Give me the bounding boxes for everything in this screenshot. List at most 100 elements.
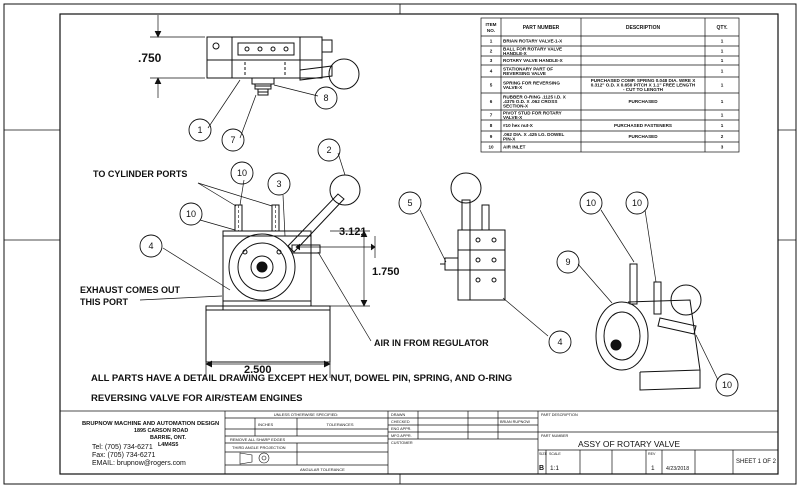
- tb-mfg-appr: MFG APPR.: [391, 434, 412, 438]
- front-stud: [256, 261, 268, 273]
- front-view: [205, 174, 361, 363]
- bom-rows: 1 BRIAN ROTARY VALVE-1-X 1 2 BALL FOR ROTARY…: [488, 39, 723, 150]
- balloon-4a-text: 4: [148, 241, 153, 251]
- tb-customer: CUSTOMER: [391, 441, 413, 445]
- bom-row-part: ROTARY VALVE HANDLE-X: [503, 58, 564, 63]
- bom-table: [480, 17, 740, 153]
- balloon-5-text: 5: [407, 198, 412, 208]
- title-block-lines: [60, 410, 778, 474]
- balloon-1-text: 1: [197, 125, 202, 135]
- balloon-2: [317, 138, 341, 162]
- iso-disc-inner: [603, 311, 641, 361]
- bom-row-part: AIR INLET: [503, 145, 526, 150]
- side-hex-nut: [444, 257, 459, 271]
- side-ball: [450, 172, 482, 204]
- front-base: [205, 305, 331, 363]
- callout-cylinder-ports: TO CYLINDER PORTS: [93, 169, 187, 179]
- leader-lines: [162, 79, 719, 381]
- dim-1750-value: 1.750: [372, 266, 400, 278]
- bom-row-qty: 1: [721, 83, 724, 88]
- iso-body: [627, 299, 701, 373]
- bom-row-qty: 2: [721, 134, 724, 139]
- balloon-8: [314, 86, 338, 110]
- zone-ticks: [4, 4, 796, 484]
- tb-part-number-label: PART NUMBER: [541, 434, 568, 438]
- dim-2500: [205, 360, 331, 378]
- dim-3121-value: 3.121: [339, 226, 367, 238]
- tb-third-angle: THIRD ANGLE PROJECTION: [232, 445, 286, 450]
- balloon-10d-text: 10: [632, 198, 642, 208]
- bom-row-desc: PURCHASED: [628, 99, 658, 104]
- iso-port-left: [629, 263, 638, 305]
- front-ball: [329, 174, 361, 206]
- tb-title: ASSY OF ROTARY VALVE: [578, 439, 680, 449]
- balloon-9: [556, 250, 580, 274]
- company-email: EMAIL: brupnow@rogers.com: [92, 460, 186, 467]
- iso-hex-nut: [610, 339, 622, 351]
- tb-remove-burrs: REMOVE ALL SHARP EDGES: [230, 437, 285, 442]
- balloon-10b: [179, 202, 203, 226]
- balloon-9-text: 9: [565, 257, 570, 267]
- side-body: [457, 229, 506, 301]
- balloon-10b-text: 10: [186, 209, 196, 219]
- tb-eng-appr: ENG APPR.: [391, 427, 411, 431]
- note-reversing-valve: REVERSING VALVE FOR AIR/STEAM ENGINES: [91, 393, 303, 404]
- bom-row-item: 7: [490, 113, 493, 118]
- company-name: BRUPNOW MACHINE AND AUTOMATION DESIGN: [82, 421, 219, 427]
- balloon-10a-text: 10: [237, 168, 247, 178]
- third-angle-symbol: [239, 452, 270, 465]
- iso-base: [639, 370, 701, 391]
- bom-row-item: 8: [490, 123, 493, 128]
- top-view-inlet-stub: [321, 39, 333, 53]
- bom-row-item: 2: [490, 49, 493, 54]
- air-inlet-side: [291, 244, 321, 254]
- dim-3121: [295, 236, 376, 258]
- bom-row-item: 1: [490, 39, 493, 44]
- balloon-5: [398, 191, 422, 215]
- front-handle: [287, 193, 345, 253]
- front-hex-nut: [250, 255, 274, 279]
- bom-row-part: #10 hex nut-X: [503, 123, 534, 128]
- callout-exhaust-1: EXHAUST COMES OUT: [80, 285, 181, 295]
- top-view-hole: [283, 46, 289, 52]
- tb-sheet: SHEET 1 OF 2: [736, 459, 777, 465]
- callout-exhaust-2: THIS PORT: [80, 297, 129, 307]
- balloon-4b: [548, 330, 572, 354]
- tb-angular: ANGULAR TOLERANCE: [300, 467, 345, 472]
- balloon-4b-text: 4: [557, 337, 562, 347]
- tb-date: 4/23/2018: [666, 466, 689, 472]
- tb-scale-label: SCALE: [549, 452, 561, 456]
- inner-border: [59, 13, 779, 475]
- top-view-hole: [212, 42, 220, 50]
- bom-row-item: 4: [490, 69, 493, 74]
- bom-row-qty: 1: [721, 39, 724, 44]
- balloon-3: [267, 172, 291, 196]
- company-addr2: BARRIE, ONT.: [150, 435, 186, 441]
- company-addr1: 1895 CARSON ROAD: [134, 428, 188, 434]
- bom-row-part: BRIAN ROTARY VALVE-1-X: [503, 39, 563, 44]
- tb-drawn: DRAWN: [391, 413, 405, 417]
- iso-disc-outer: [595, 301, 649, 371]
- bom-row-qty: 1: [721, 58, 724, 63]
- bom-row-qty: 3: [721, 145, 724, 150]
- balloon-8-text: 8: [323, 93, 328, 103]
- tb-tolerances: TOLERANCES: [326, 422, 353, 427]
- tb-part-desc-label: PART DESCRIPTION: [541, 413, 578, 417]
- bom-row-item: 5: [490, 83, 493, 88]
- balloon-numbers: 1 7 8 2 3 10 10 4 5 4 10 10 9 10: [148, 93, 732, 390]
- tb-rev: 1: [651, 465, 655, 472]
- bom-header-desc: DESCRIPTION: [626, 25, 661, 31]
- side-handle: [461, 199, 471, 231]
- balloon-10e-text: 10: [722, 380, 732, 390]
- bom-row-qty: 1: [721, 99, 724, 104]
- balloon-7-text: 7: [230, 135, 235, 145]
- outer-border: [3, 3, 797, 485]
